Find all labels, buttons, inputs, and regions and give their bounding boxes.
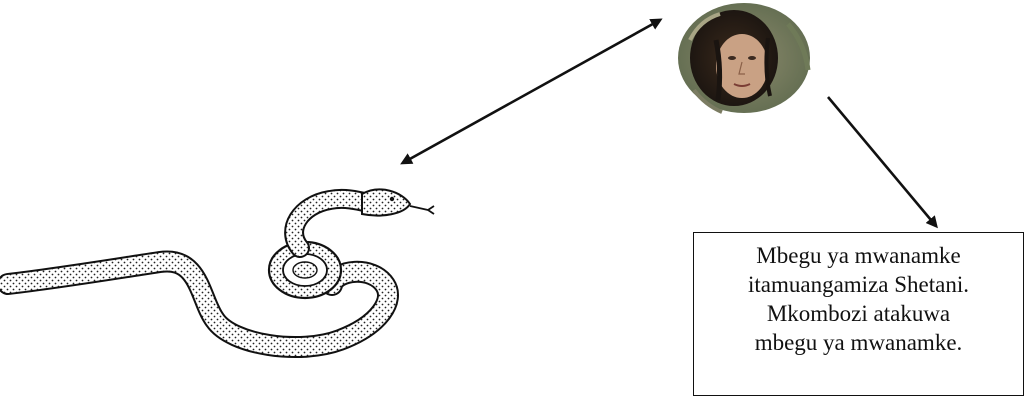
serpent-icon (8, 189, 434, 347)
caption-line-1: Mbegu ya mwanamke (694, 241, 1023, 270)
arrow-to-caption-icon (828, 97, 936, 226)
double-arrow-icon (408, 20, 660, 160)
caption-line-2: itamuangamiza Shetani. (694, 270, 1023, 299)
caption-line-3: Mkombozi atakuwa (694, 299, 1023, 328)
caption-line-4: mbegu ya mwanamke. (694, 328, 1023, 357)
woman-portrait-icon (678, 3, 810, 113)
caption-box: Mbegu ya mwanamke itamuangamiza Shetani.… (693, 232, 1024, 396)
